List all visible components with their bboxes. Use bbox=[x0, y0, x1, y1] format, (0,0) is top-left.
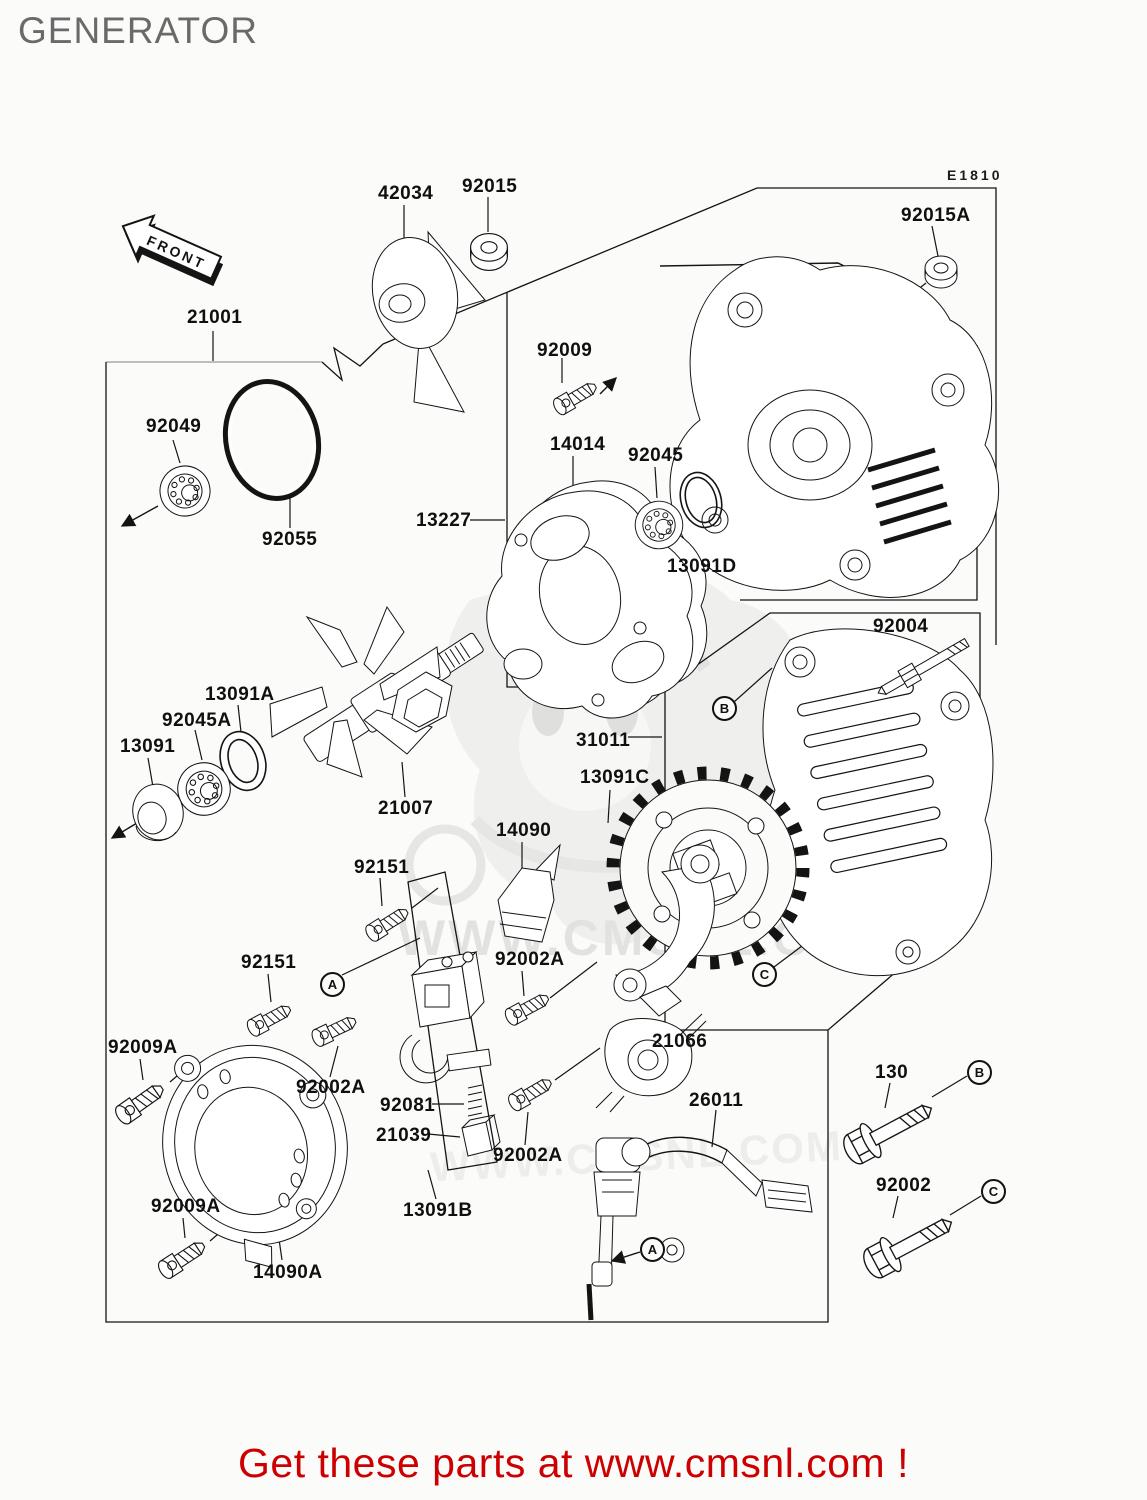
part-label-42034: 42034 bbox=[378, 183, 434, 204]
callout-B: B bbox=[712, 696, 737, 721]
part-label-14090A: 14090A bbox=[253, 1262, 323, 1283]
part-label-26011: 26011 bbox=[689, 1090, 744, 1111]
part-label-13091: 13091 bbox=[120, 736, 176, 757]
screw-92009-drawing bbox=[550, 377, 601, 418]
part-label-92009A: 92009A bbox=[151, 1196, 221, 1217]
part-label-92151: 92151 bbox=[241, 952, 297, 973]
part-label-21001: 21001 bbox=[187, 307, 243, 328]
part-label-92015: 92015 bbox=[462, 176, 518, 197]
screw-92009A2-drawing bbox=[155, 1236, 210, 1282]
callout-C: C bbox=[981, 1179, 1006, 1204]
part-label-13091C: 13091C bbox=[580, 767, 650, 788]
part-label-92002A: 92002A bbox=[296, 1077, 366, 1098]
bolt-130-drawing bbox=[837, 1090, 941, 1171]
part-label-92081: 92081 bbox=[380, 1095, 436, 1116]
holder-13091C-drawing bbox=[613, 844, 720, 1002]
part-label-13091D: 13091D bbox=[667, 556, 737, 577]
part-label-92009: 92009 bbox=[537, 340, 593, 361]
part-label-21066: 21066 bbox=[652, 1031, 708, 1052]
part-label-92002: 92002 bbox=[876, 1175, 932, 1196]
cmsnl-banner-link[interactable]: Get these parts at www.cmsnl.com ! bbox=[238, 1440, 909, 1486]
page-title: GENERATOR bbox=[18, 10, 258, 51]
part-label-92045A: 92045A bbox=[162, 710, 232, 731]
part-label-130: 130 bbox=[875, 1062, 909, 1083]
part-label-92002A: 92002A bbox=[495, 949, 565, 970]
part-label-92015A: 92015A bbox=[901, 205, 971, 226]
part-label-21007: 21007 bbox=[378, 798, 434, 819]
brush-14090-drawing bbox=[497, 843, 561, 943]
part-label-92002A: 92002A bbox=[493, 1145, 563, 1166]
screw-92002A3-drawing bbox=[309, 1011, 360, 1049]
front-direction-arrow: FRONT bbox=[121, 214, 224, 287]
washer-13091A-drawing bbox=[219, 730, 267, 792]
regulator-group-drawing bbox=[399, 950, 501, 1157]
screw-92002A-drawing bbox=[502, 989, 553, 1028]
oring-92055-drawing bbox=[222, 379, 322, 501]
part-label-21039: 21039 bbox=[376, 1125, 432, 1146]
pulley-42034-drawing bbox=[371, 230, 486, 413]
callout-A: A bbox=[320, 972, 345, 997]
part-label-13227: 13227 bbox=[416, 510, 472, 531]
part-label-92004: 92004 bbox=[873, 616, 929, 637]
callout-A: A bbox=[640, 1237, 665, 1262]
lead-wire-26011-drawing bbox=[586, 1136, 813, 1321]
bolt-92002-drawing bbox=[857, 1204, 961, 1285]
part-label-92151: 92151 bbox=[354, 857, 410, 878]
callout-C: C bbox=[752, 962, 777, 987]
callout-B: B bbox=[967, 1060, 992, 1085]
part-label-13091B: 13091B bbox=[403, 1200, 473, 1221]
stator-plate-14090A-drawing bbox=[162, 1044, 348, 1268]
front-cover-housing-drawing bbox=[669, 256, 1000, 598]
screw-92151b-drawing bbox=[244, 1000, 295, 1039]
brush-holder-21066-drawing bbox=[595, 985, 707, 1113]
rotor-21007-drawing bbox=[269, 605, 484, 778]
part-label-92049: 92049 bbox=[146, 416, 202, 437]
oring-13091D-drawing bbox=[679, 471, 723, 529]
part-label-13091A: 13091A bbox=[205, 684, 275, 705]
stator-cover-14014-drawing bbox=[486, 480, 708, 719]
screw-92002A2-drawing bbox=[505, 1073, 556, 1114]
nut-92015-drawing bbox=[470, 233, 508, 271]
part-label-92045: 92045 bbox=[628, 445, 684, 466]
bearing-92049-drawing bbox=[153, 459, 217, 523]
diagram-code-label: E1810 bbox=[947, 167, 1003, 183]
screw-92009A-drawing bbox=[111, 1078, 169, 1128]
part-label-14014: 14014 bbox=[550, 434, 606, 455]
part-label-92055: 92055 bbox=[262, 529, 318, 550]
stud-bolt-92004-drawing bbox=[877, 637, 970, 696]
part-label-14090: 14090 bbox=[496, 820, 552, 841]
nut-92015A-drawing bbox=[924, 255, 958, 289]
collar-13091-drawing bbox=[132, 783, 184, 841]
part-label-31011: 31011 bbox=[576, 730, 631, 751]
part-label-92009A: 92009A bbox=[108, 1037, 178, 1058]
